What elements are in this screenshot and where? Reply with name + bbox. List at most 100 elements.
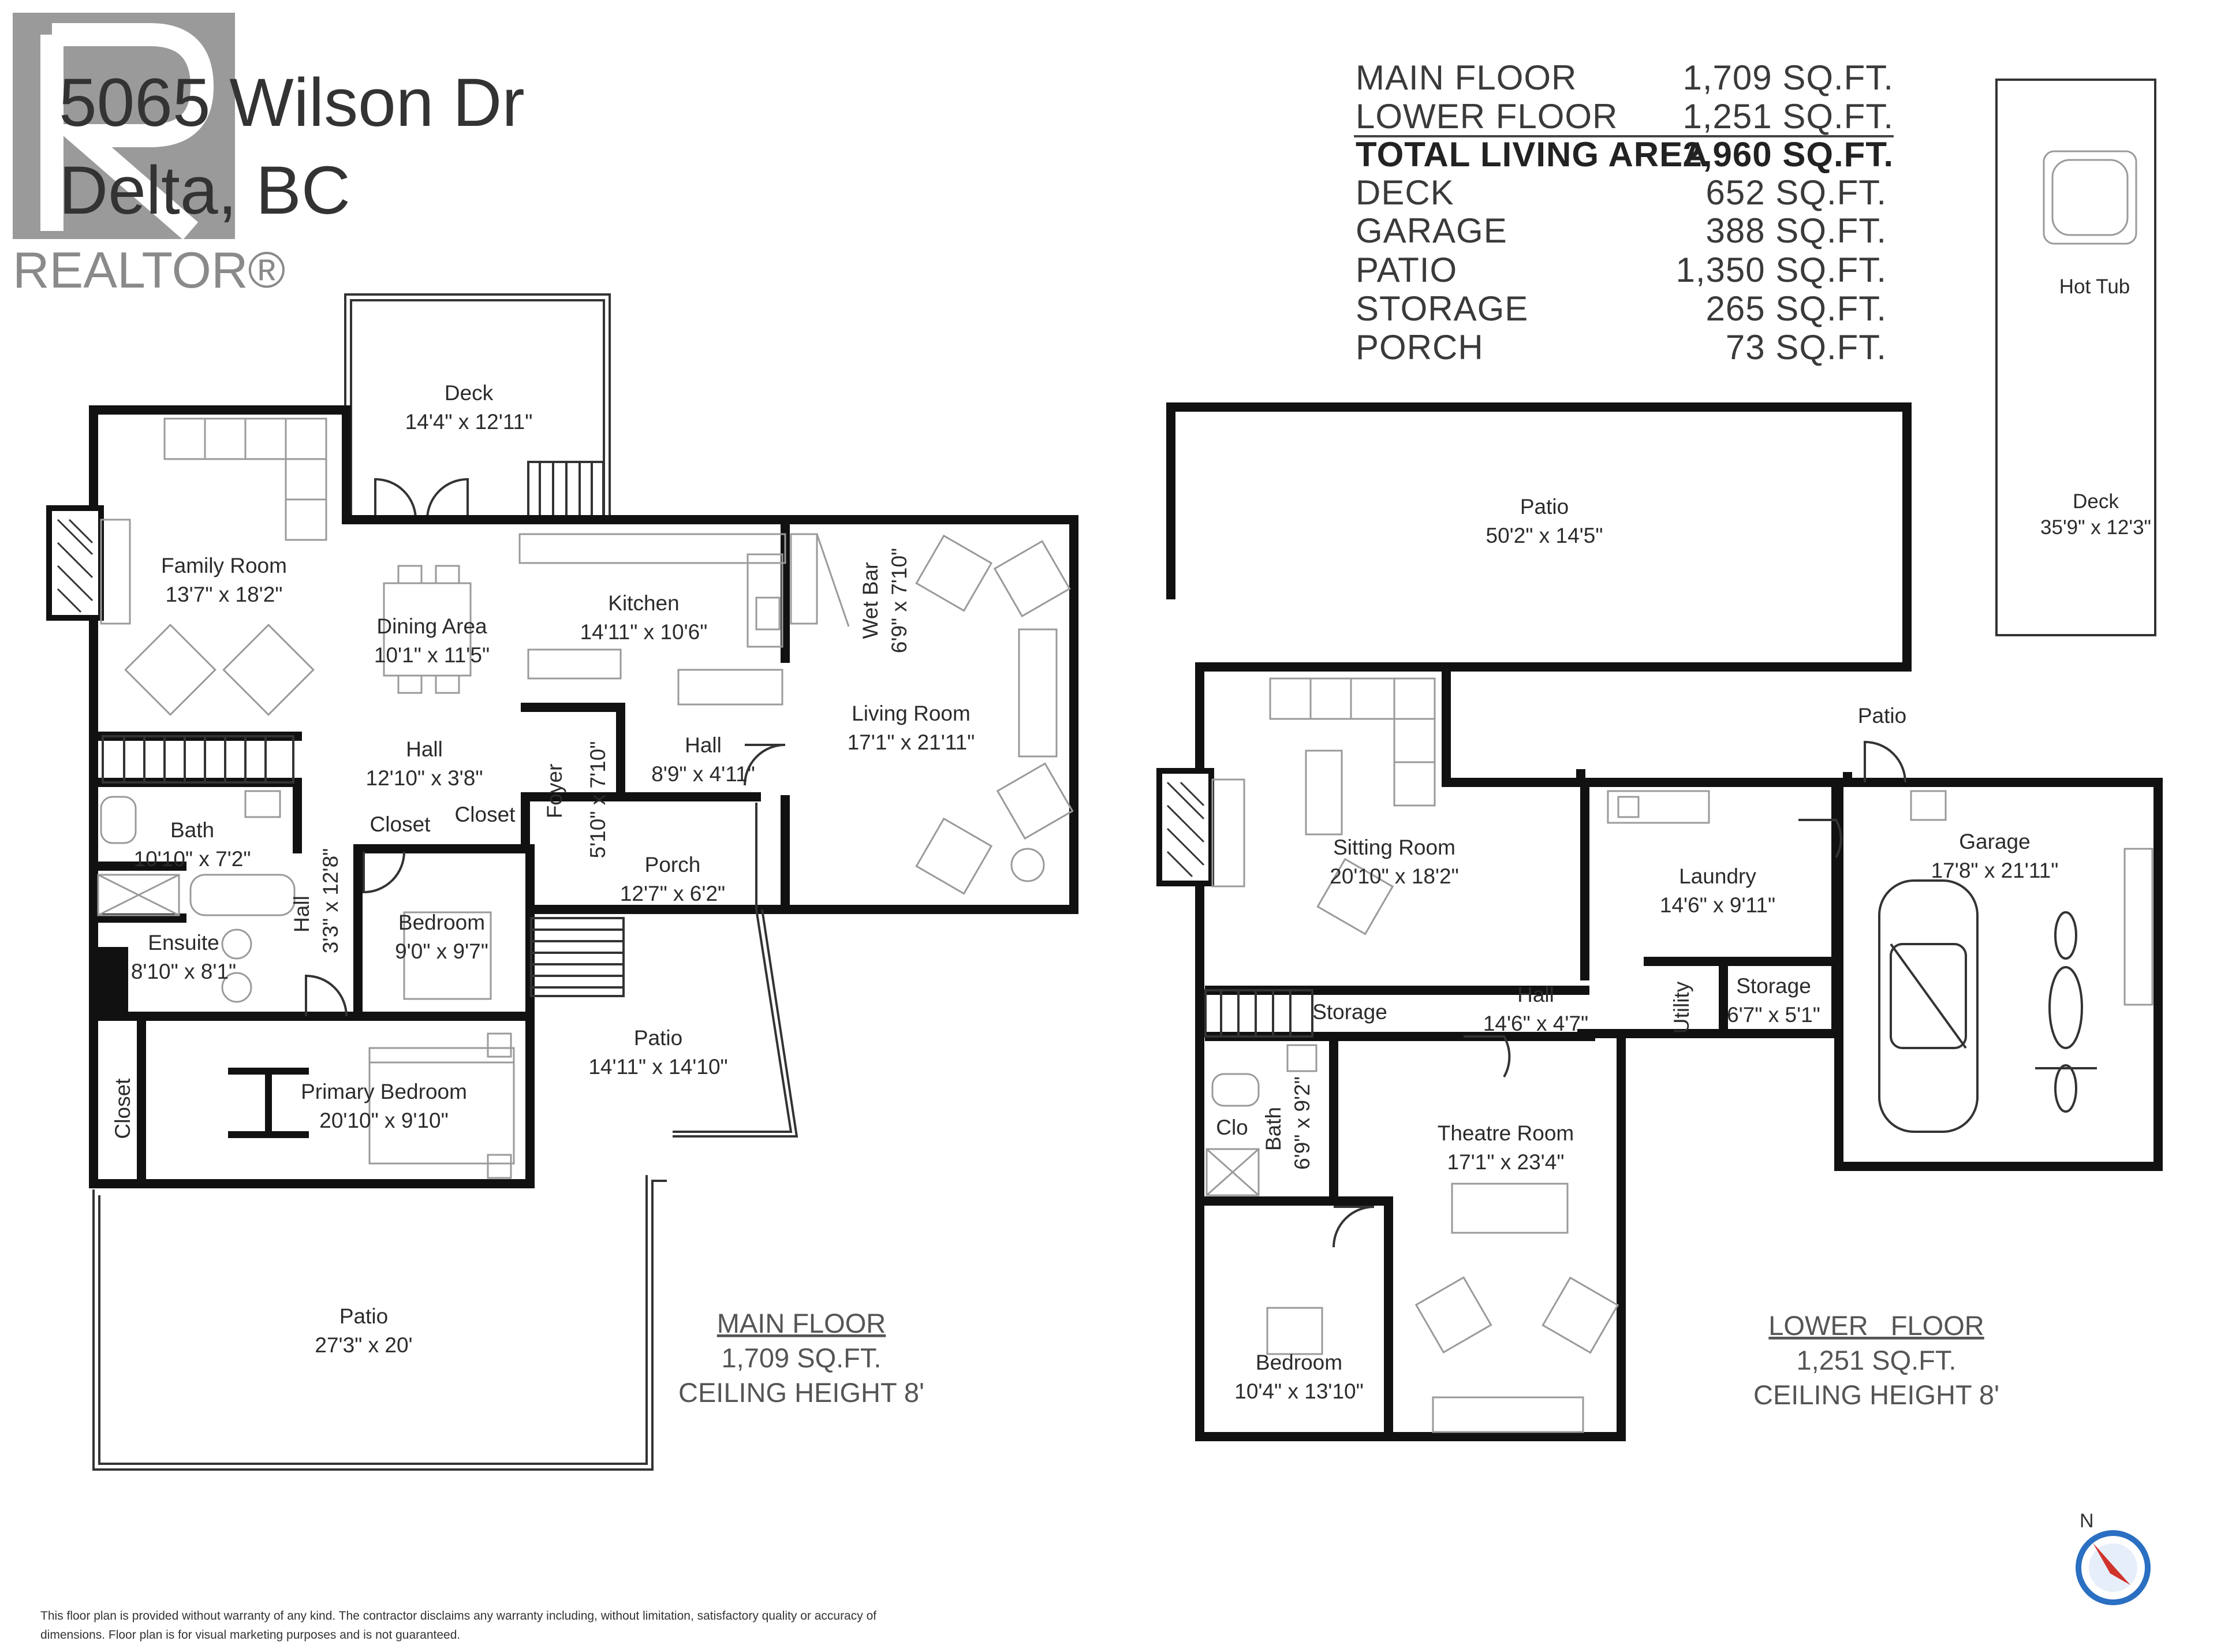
area-value-total: 2,960 SQ.FT. <box>1683 135 1894 174</box>
room-dims-kitchen: 14'11" x 10'6" <box>580 620 708 644</box>
lower-floor-title: LOWER FLOOR <box>1768 1310 1984 1341</box>
main-stairs <box>102 735 294 784</box>
room-label-family-room: Family Room <box>161 554 287 577</box>
room-dims-lower-hall: 14'6" x 4'7" <box>1483 1012 1588 1035</box>
room-label-kitchen: Kitchen <box>608 591 679 615</box>
room-dims-hall-a: 12'10" x 3'8" <box>366 766 483 790</box>
realtor-mark: REALTOR® <box>13 241 285 299</box>
address-line1: 5065 Wilson Dr <box>59 65 525 141</box>
room-label-bedroom: Bedroom <box>398 911 485 934</box>
lower-floor-labels: Hot Tub Deck 35'9" x 12'3" Patio 50'2" x… <box>1216 275 2151 1403</box>
theatre-room-furniture <box>1414 1183 1619 1433</box>
main-doors <box>305 744 786 1017</box>
dining-table <box>383 565 472 694</box>
area-table: MAIN FLOOR 1,709 SQ.FT. LOWER FLOOR 1,25… <box>1354 58 1894 367</box>
room-dims-sitting-room: 20'10" x 18'2" <box>1330 864 1459 888</box>
lower-exterior-wall-west <box>1195 662 1626 1441</box>
room-dims-bedroom: 9'0" x 9'7" <box>395 939 488 963</box>
room-dims-patio-a: 14'11" x 14'10" <box>588 1055 727 1079</box>
room-label-patio-b: Patio <box>339 1304 388 1328</box>
lower-floor-ceiling: CEILING HEIGHT 8' <box>1753 1379 1999 1410</box>
area-label-porch: PORCH <box>1356 328 1484 367</box>
kitchen-counters <box>518 533 786 706</box>
room-dims-garage: 17'8" x 21'11" <box>1931 859 2059 882</box>
deck-stairs <box>527 461 604 521</box>
room-label-wet-bar: Wet Bar <box>859 562 882 639</box>
room-dims-porch: 12'7" x 6'2" <box>620 882 725 905</box>
room-dims-primary-bedroom: 20'10" x 9'10" <box>319 1109 449 1132</box>
room-dims-hall-c: 3'3" x 12'8" <box>319 848 342 953</box>
room-dims-family-room: 13'7" x 18'2" <box>166 583 283 606</box>
room-label-living-room: Living Room <box>852 702 971 725</box>
lower-bath-fixtures <box>1205 1044 1317 1196</box>
room-label-hot-tub: Hot Tub <box>2059 275 2130 298</box>
room-label-closet-a: Closet <box>370 812 431 836</box>
room-label-lower-patio-a: Patio <box>1520 495 1569 519</box>
garage-motorcycle-icon <box>2035 911 2097 1113</box>
room-label-lower-bath: Bath <box>1261 1107 1285 1151</box>
room-dims-storage-b: 6'7" x 5'1" <box>1727 1003 1820 1027</box>
laundry-counters <box>1607 790 1710 824</box>
lower-patio-outline <box>1166 402 1912 672</box>
room-label-bath: Bath <box>170 818 214 842</box>
room-label-patio-a: Patio <box>634 1026 682 1050</box>
area-label-garage: GARAGE <box>1356 211 1507 250</box>
area-label-patio: PATIO <box>1356 251 1457 289</box>
main-floor-title: MAIN FLOOR <box>717 1308 886 1338</box>
main-floor-caption: MAIN FLOOR 1,709 SQ.FT. CEILING HEIGHT 8… <box>678 1308 924 1408</box>
area-value-lower: 1,251 SQ.FT. <box>1683 97 1894 136</box>
disclaimer-line1: This floor plan is provided without warr… <box>40 1609 876 1623</box>
room-dims-foyer: 5'10" x 7'10" <box>586 741 610 859</box>
area-value-garage: 388 SQ.FT. <box>1706 211 1887 250</box>
room-dims-deck: 14'4" x 12'11" <box>405 410 533 434</box>
area-label-deck: DECK <box>1356 173 1454 212</box>
main-floor-labels: Deck 14'4" x 12'11" Family Room 13'7" x … <box>111 381 975 1357</box>
lower-floor-plan <box>1156 79 2163 1441</box>
room-dims-lower-patio-a: 50'2" x 14'5" <box>1486 524 1603 547</box>
main-exterior-wall-west <box>89 405 535 1188</box>
room-dims-laundry: 14'6" x 9'11" <box>1660 893 1775 917</box>
lower-doors <box>1333 740 1906 1248</box>
room-dims-lower-bath: 6'9" x 9'2" <box>1290 1076 1314 1170</box>
room-dims-patio-b: 27'3" x 20' <box>315 1333 412 1357</box>
fireplace-icon <box>46 505 131 625</box>
hot-tub-icon <box>2043 150 2137 245</box>
room-dims-bath: 10'10" x 7'2" <box>134 847 251 871</box>
room-dims-hall-b: 8'9" x 4'11" <box>651 762 755 786</box>
room-dims-lower-bedroom: 10'4" x 13'10" <box>1234 1379 1364 1403</box>
primary-bedroom-bed <box>368 1032 515 1179</box>
living-room-furniture <box>915 534 1074 895</box>
lower-stairs <box>1204 989 1313 1038</box>
room-label-ensuite: Ensuite <box>148 931 219 954</box>
disclaimer-line2: dimensions. Floor plan is for visual mar… <box>40 1628 460 1642</box>
porch-stairs <box>530 917 625 997</box>
area-value-main: 1,709 SQ.FT. <box>1683 58 1894 97</box>
lower-furniture <box>1204 677 2153 1433</box>
room-label-storage-b: Storage <box>1736 974 1811 998</box>
lower-interior-walls <box>1195 668 1841 1441</box>
lower-floor-area: 1,251 SQ.FT. <box>1797 1345 1957 1375</box>
room-label-lower-deck: Deck <box>2073 490 2119 513</box>
room-dims-living-room: 17'1" x 21'11" <box>848 730 975 754</box>
room-label-foyer: Foyer <box>543 764 566 819</box>
sitting-room-sofa <box>1269 677 1436 807</box>
area-label-storage: STORAGE <box>1356 289 1528 328</box>
compass-north-label: N <box>2080 1510 2094 1532</box>
bath-fixtures <box>97 790 296 1003</box>
room-label-primary-bedroom: Primary Bedroom <box>301 1080 467 1103</box>
room-label-laundry: Laundry <box>1679 864 1756 888</box>
wet-bar-counter <box>790 533 850 627</box>
room-label-dining-area: Dining Area <box>376 614 487 638</box>
room-label-hall-b: Hall <box>685 733 722 757</box>
lower-garage-walls <box>1834 778 2163 1171</box>
lower-exterior-wall-north <box>1195 662 1585 787</box>
room-label-theatre-room: Theatre Room <box>1438 1121 1574 1145</box>
realtor-logo: REALTOR® <box>13 13 285 299</box>
room-dims-dining-area: 10'1" x 11'5" <box>374 643 490 667</box>
main-floor-ceiling: CEILING HEIGHT 8' <box>678 1377 924 1408</box>
area-label-total: TOTAL LIVING AREA <box>1356 135 1708 174</box>
room-label-storage-a: Storage <box>1312 1000 1387 1024</box>
area-label-main: MAIN FLOOR <box>1356 58 1577 97</box>
compass-icon: N <box>2076 1510 2151 1605</box>
